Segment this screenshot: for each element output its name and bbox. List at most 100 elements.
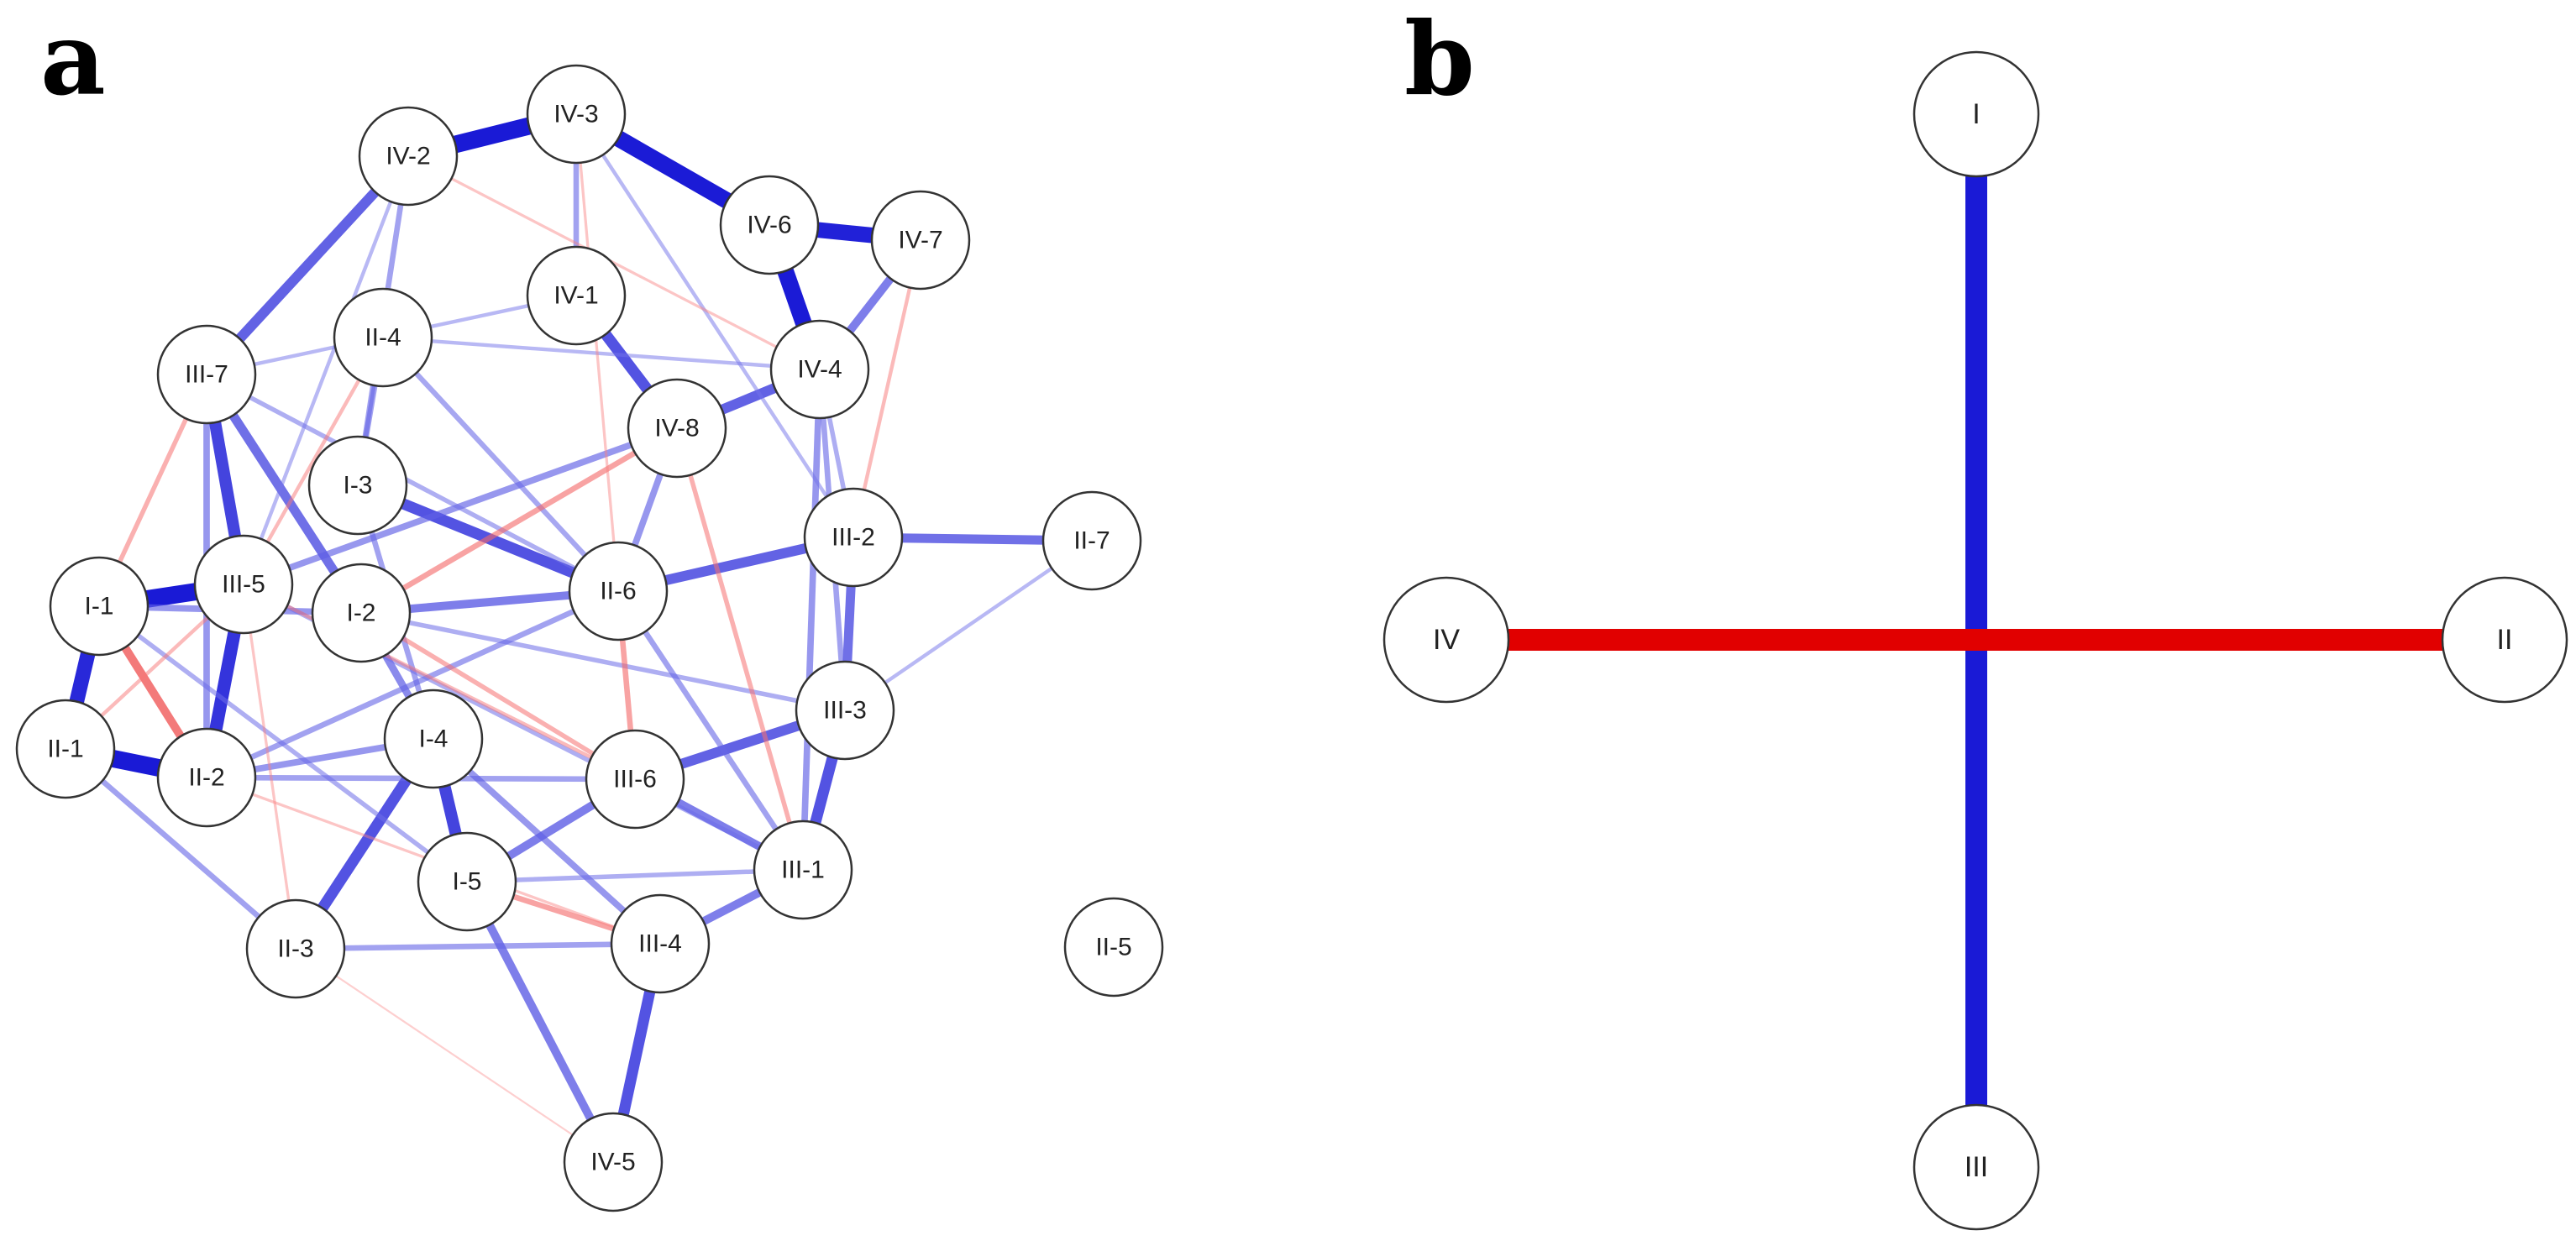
panel-a-node-label: III-3 [823,697,867,725]
panel-a-edge-II-2-II-6 [205,588,620,781]
panel-a-edge-IV-2-III-5 [241,155,411,585]
panel-a-node-III-4: III-4 [610,893,711,994]
panel-a-node-label: III-5 [222,571,265,599]
panel-b-node-circle [1912,50,2040,178]
panel-a-node-circle [526,245,627,346]
panel-a-node-label: I-2 [346,600,375,627]
panel-a-edge-I-5-IV-5 [463,879,617,1165]
panel-a-node-IV-1: IV-1 [526,245,627,346]
panel-a-node-label: I-4 [418,725,448,753]
panel-a-node-I-1: I-1 [49,556,150,657]
panel-a-node-I-4: I-4 [383,689,484,789]
panel-a-node-label: IV-7 [898,227,942,254]
panel-a-node-circle [307,435,408,536]
panel-a-node-circle [245,898,346,999]
panel-a-node-circle [795,660,895,761]
panel-a-node-label: IV-5 [590,1149,635,1176]
panel-a: a IV-2IV-3IV-6IV-7IV-1II-4IV-4III-7IV-8I… [15,0,1164,1212]
panel-b-letter: b [1404,0,1475,118]
panel-b-node-III: III [1912,1103,2040,1231]
panel-a-edge-IV-5-II-3 [295,948,614,1163]
panel-a-node-II-7: II-7 [1041,490,1142,591]
panel-a-node-circle [627,378,727,479]
panel-a-node-label: III-6 [613,766,657,793]
panel-a-node-label: II-7 [1073,527,1110,555]
panel-a-node-II-2: II-2 [156,727,257,828]
panel-a-node-label: III-2 [832,524,875,552]
panel-a-node-circle [156,324,257,425]
panel-a-edge-III-7-II-6 [205,372,620,594]
panel-a-node-circle [585,729,685,830]
panel-b-node-label: IV [1433,624,1460,656]
panel-a-node-label: I-5 [452,868,481,896]
panel-a-edge-I-2-III-3 [360,610,846,713]
panel-a-edge-II-1-II-3 [63,746,298,951]
panel-a-node-label: I-3 [343,472,372,500]
panel-a-letter: a [40,0,106,118]
panel-a-edge-II-4-IV-4 [382,335,821,372]
panel-a-node-I-5: I-5 [417,831,517,932]
panel-a-edge-IV-8-III-1 [674,427,805,871]
panel-a-node-IV-2: IV-2 [358,106,459,207]
panel-a-node-II-6: II-6 [568,541,669,641]
panel-a-node-circle [1063,897,1164,998]
panel-b-node-IV: IV [1382,576,1510,704]
panel-a-edge-I-2-III-6 [359,610,637,782]
panel-a-node-label: II-6 [600,578,636,605]
panel-a-node-IV-3: IV-3 [526,64,627,165]
panel-a-node-label: III-7 [185,361,228,389]
panel-a-node-label: II-1 [47,736,83,763]
panel-a-edge-IV-7-III-2 [851,239,923,538]
panel-a-node-label: IV-4 [797,356,842,384]
panel-a-node-IV-4: IV-4 [769,319,870,420]
panel-a-edge-III-5-III-6 [243,583,636,781]
panel-a-edge-II-4-II-6 [380,335,621,594]
panel-a-node-III-2: III-2 [803,487,904,588]
panel-a-node-circle [417,831,517,932]
panel-a-node-label: IV-2 [386,143,430,170]
panel-a-node-label: IV-6 [747,212,791,239]
panel-b-node-circle [1912,1103,2040,1231]
panel-a-node-circle [568,541,669,641]
panel-a-node-I-3: I-3 [307,435,408,536]
panel-a-node-I-2: I-2 [311,563,412,663]
panel-a-edge-IV-3-II-6 [574,113,620,592]
panel-a-node-III-6: III-6 [585,729,685,830]
panel-a-node-label: IV-1 [553,282,598,310]
panel-a-node-IV-8: IV-8 [627,378,727,479]
panel-a-node-IV-5: IV-5 [563,1112,664,1212]
panel-a-edge-II-3-III-4 [295,940,661,952]
panel-a-node-label: III-4 [638,930,682,958]
panel-a-edge-IV-4-III-1 [800,369,823,871]
panel-a-node-label: IV-3 [553,101,598,128]
panel-a-node-circle [193,534,294,635]
panel-a-node-circle [383,689,484,789]
panel-a-node-IV-7: IV-7 [870,190,971,291]
panel-a-node-label: III-1 [781,856,825,884]
panel-a-node-circle [769,319,870,420]
panel-a-edge-IV-8-I-2 [359,426,679,615]
panel-a-node-circle [49,556,150,657]
panel-a-node-circle [610,893,711,994]
panel-a-edge-I-4-III-4 [431,736,663,946]
panel-a-node-III-3: III-3 [795,660,895,761]
panel-b-edges [1446,114,2505,1167]
panel-a-node-circle [1041,490,1142,591]
panel-a-node-III-5: III-5 [193,534,294,635]
panel-a-node-IV-6: IV-6 [719,175,820,275]
panel-a-node-label: II-5 [1095,934,1131,961]
panel-b-node-I: I [1912,50,2040,178]
panel-b-node-circle [2441,576,2568,704]
panel-a-node-circle [358,106,459,207]
panel-a-node-III-7: III-7 [156,324,257,425]
panel-a-node-circle [311,563,412,663]
panel-a-edge-II-6-III-1 [616,589,805,872]
panel-b-node-label: I [1972,98,1980,130]
panel-a-edge-IV-3-III-2 [574,113,855,539]
panel-a-node-circle [753,819,853,920]
panel-a-node-circle [15,699,116,799]
panel-b-node-label: II [2497,624,2513,656]
